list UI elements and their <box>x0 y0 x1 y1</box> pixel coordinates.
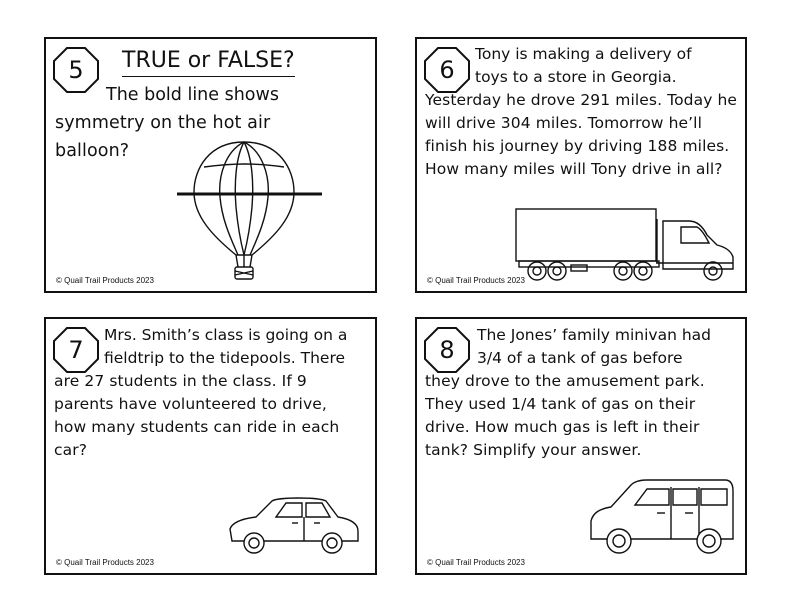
task-card-5: 5 TRUE or FALSE? The bold line shows sym… <box>44 37 377 293</box>
question-text-first-lines: Tony is making a delivery of toys to a s… <box>475 45 692 86</box>
card-number: 6 <box>439 56 455 84</box>
minivan-icon <box>587 477 739 559</box>
card-title: TRUE or FALSE? <box>122 47 295 77</box>
card-number: 5 <box>68 56 84 84</box>
card-number: 7 <box>68 336 84 364</box>
card-number-badge: 5 <box>53 47 99 93</box>
question-text: are 27 students in the class. If 9 paren… <box>54 372 340 459</box>
hot-air-balloon-icon <box>174 137 324 283</box>
card-number-badge: 6 <box>424 47 470 93</box>
task-card-7: 7 Mrs. Smith’s class is going on a field… <box>44 317 377 575</box>
car-icon <box>226 495 362 557</box>
question-text-first-lines: Mrs. Smith’s class is going on a fieldtr… <box>104 326 348 367</box>
question-text: symmetry on the hot air balloon? <box>55 113 271 161</box>
card-number-badge: 7 <box>53 327 99 373</box>
task-card-6: 6 Tony is making a delivery of toys to a… <box>415 37 747 293</box>
question-text: Yesterday he drove 291 miles. Today he w… <box>425 91 738 178</box>
card-number-badge: 8 <box>424 327 470 373</box>
task-card-8: 8 The Jones’ family minivan had 3/4 of a… <box>415 317 747 575</box>
copyright-text: © Quail Trail Products 2023 <box>56 558 154 567</box>
card-number: 8 <box>439 336 455 364</box>
question-text: they drove to the amusement park. They u… <box>425 372 705 459</box>
question-text-first-lines: The Jones’ family minivan had 3/4 of a t… <box>477 326 711 367</box>
semi-truck-icon <box>513 205 745 283</box>
copyright-text: © Quail Trail Products 2023 <box>427 558 525 567</box>
copyright-text: © Quail Trail Products 2023 <box>56 276 154 285</box>
copyright-text: © Quail Trail Products 2023 <box>427 276 525 285</box>
question-text-first-line: The bold line shows <box>106 85 279 105</box>
